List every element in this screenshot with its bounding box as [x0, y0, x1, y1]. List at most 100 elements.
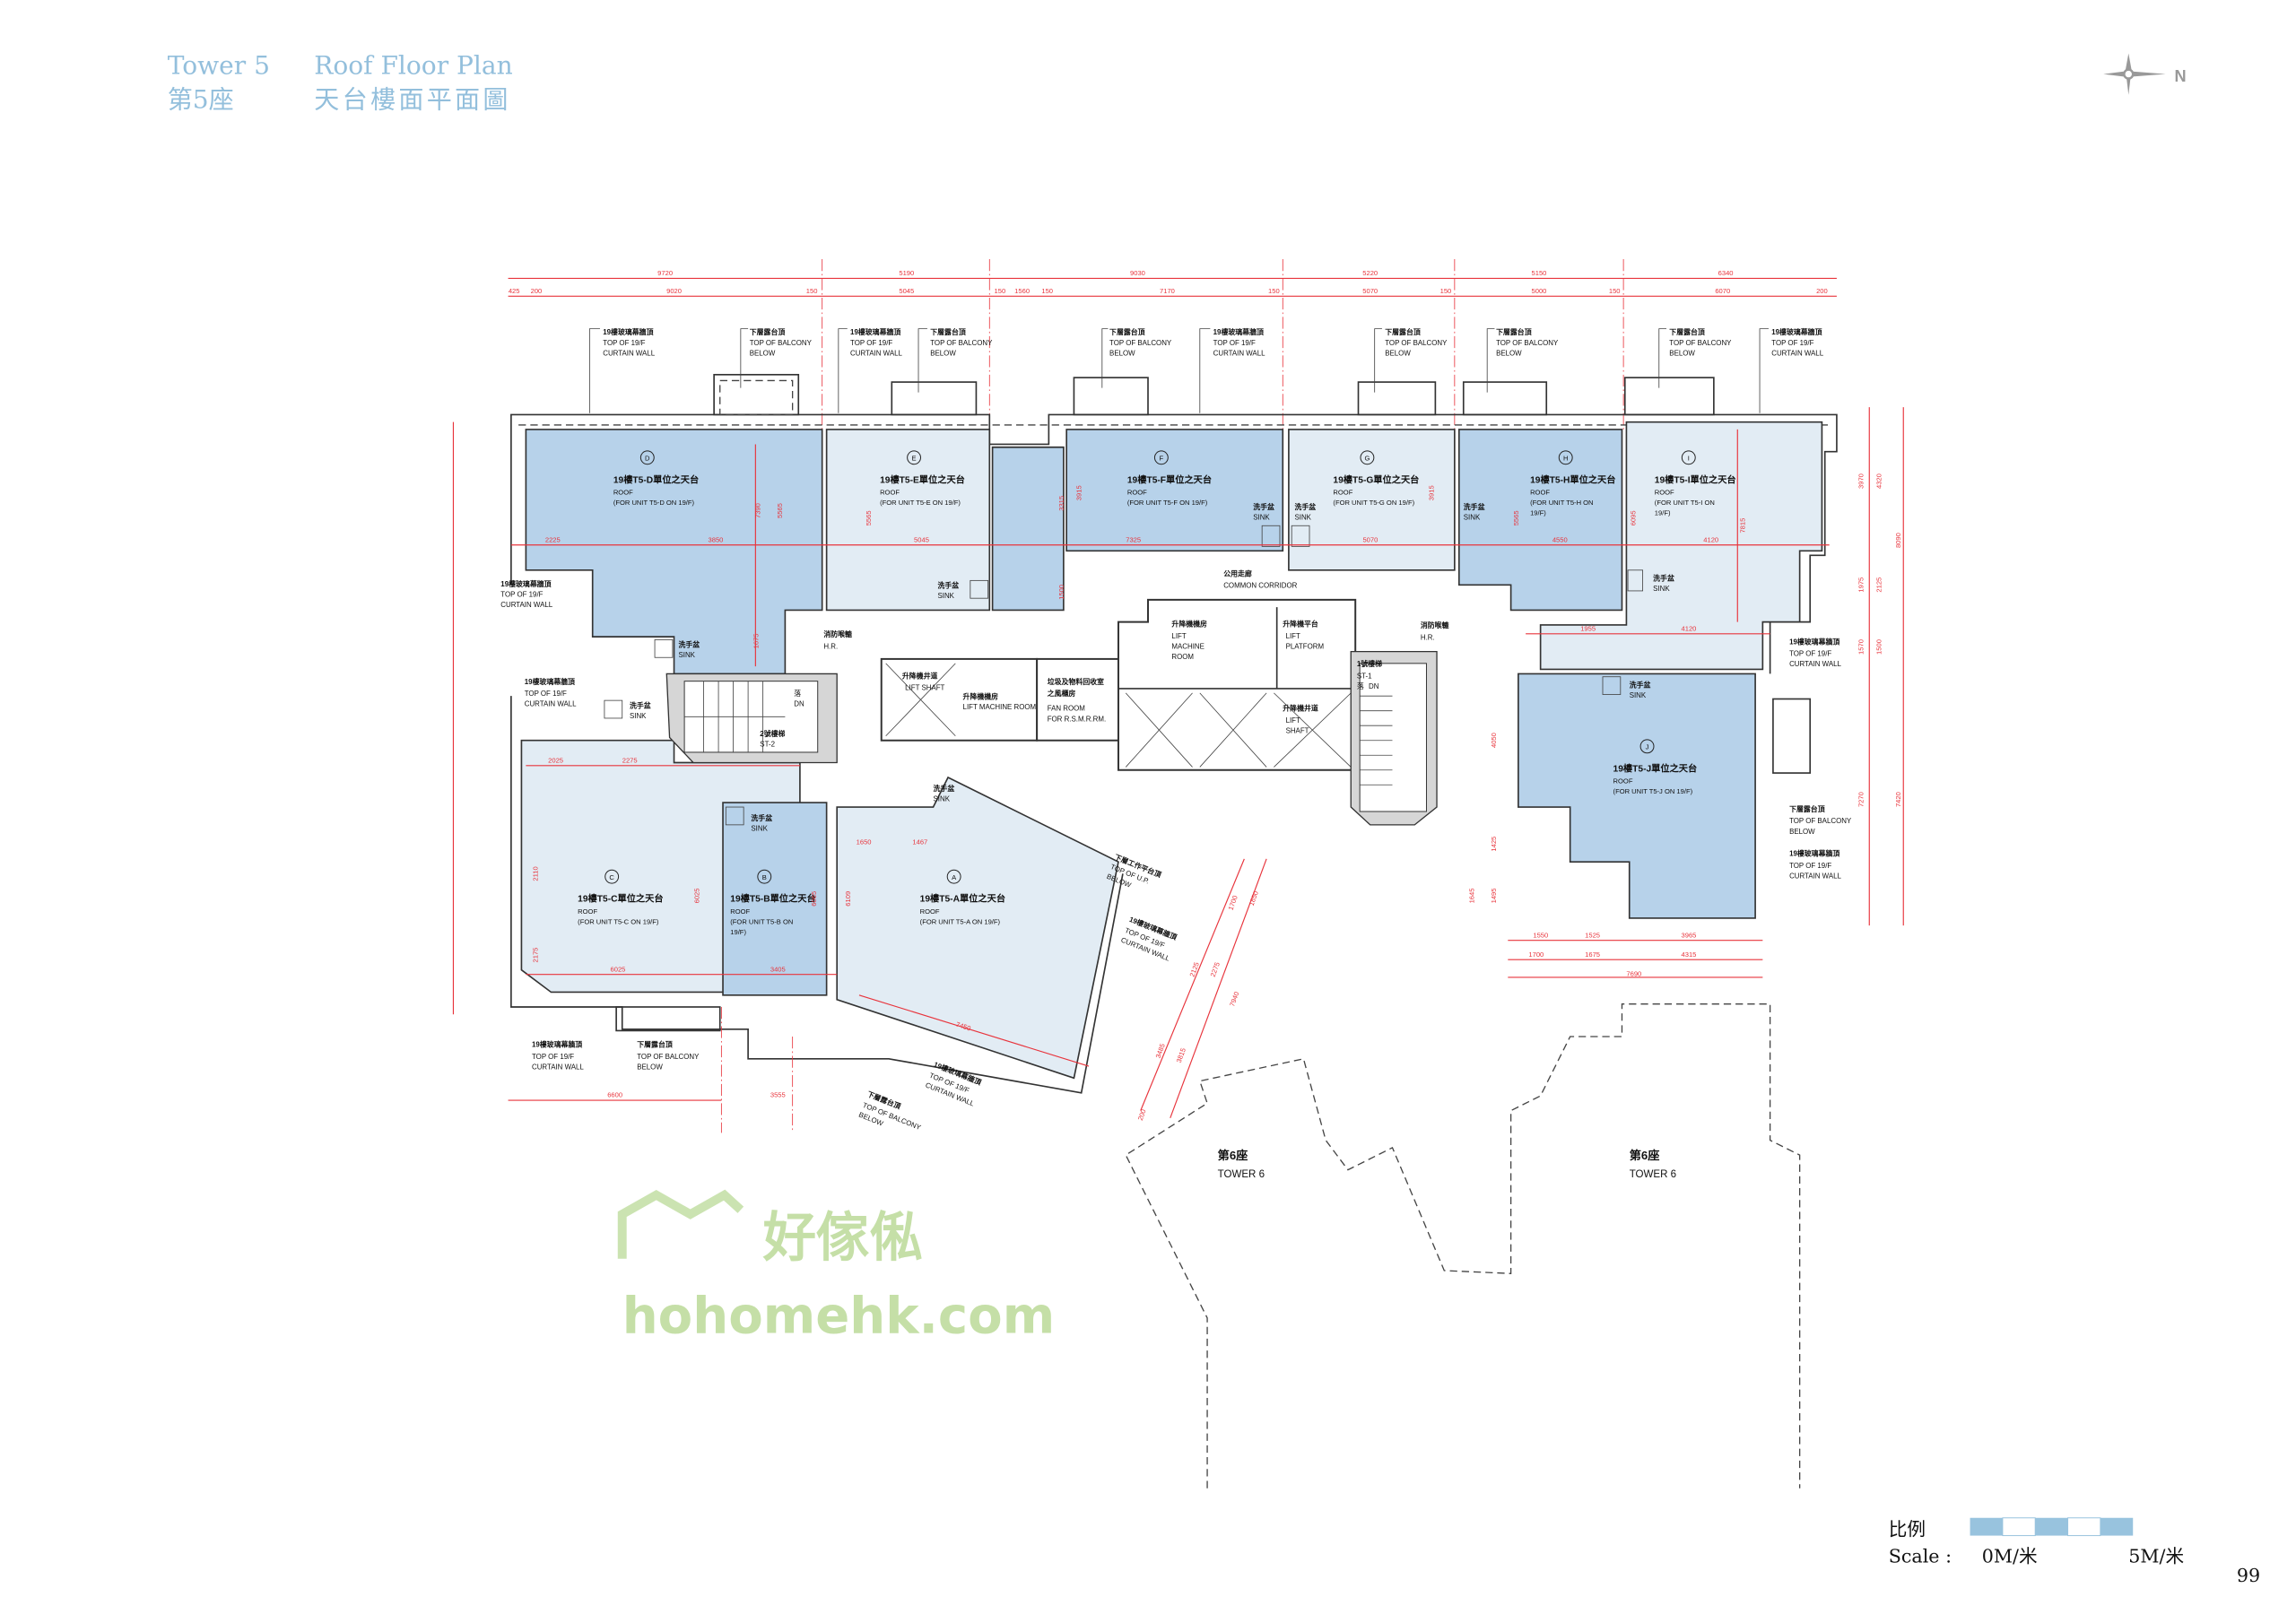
dim-label: 1700	[1528, 950, 1544, 959]
room-en: ST-2	[760, 740, 775, 748]
dim-label: 9030	[1130, 269, 1145, 277]
roof-unit-b[interactable]	[722, 802, 828, 996]
sink-zh: 洗手盆	[1464, 502, 1485, 511]
unit-label-e: E 19樓T5-E單位之天台 ROOF (FOR UNIT T5-E ON 19…	[880, 450, 965, 507]
unit-desc-en: (FOR UNIT T5-J ON 19/F)	[1613, 787, 1693, 795]
dim-label: 200	[1816, 287, 1828, 295]
lift-shaft-cross	[1125, 692, 1352, 768]
callout-en: BELOW	[1109, 349, 1135, 357]
down-en: DN	[794, 700, 804, 708]
unit-desc-en: 19/F)	[1655, 509, 1671, 517]
unit-desc-en: (FOR UNIT T5-A ON 19/F)	[920, 918, 1001, 926]
dim-label: 1500	[1057, 585, 1065, 600]
callout-en: TOP OF 19/F	[850, 339, 892, 347]
lift-machine-room-small-label: 升降機機房 LIFT MACHINE ROOM	[963, 691, 1037, 711]
roof-unit-g[interactable]	[1288, 429, 1456, 571]
roof-unit-h[interactable]	[1457, 429, 1623, 612]
unit-code: H	[1563, 455, 1568, 463]
dim-label: 7325	[1126, 535, 1141, 543]
callout-en: BELOW	[637, 1063, 663, 1071]
dim-label: 4120	[1682, 625, 1697, 633]
dim-label: 6065	[810, 891, 818, 907]
lift-platform-label: 升降機平台 LIFT PLATFORM	[1283, 620, 1324, 651]
callout-en: CURTAIN WALL	[1213, 349, 1265, 357]
sink-zh: 洗手盆	[1294, 502, 1316, 511]
callout-en: CURTAIN WALL	[1771, 349, 1823, 357]
hose-reel-label: 消防喉轆 H.R.	[823, 629, 852, 650]
dim-label: 2275	[622, 757, 638, 765]
dim-label: 1560	[1014, 287, 1030, 295]
sink-en: SINK	[937, 592, 954, 600]
roof-unit-f[interactable]	[1065, 429, 1284, 552]
dim-label: 9020	[666, 287, 682, 295]
unit-name-zh: 19樓T5-E單位之天台	[880, 473, 965, 485]
callout-zh: 19樓玻璃幕牆頂	[532, 1040, 582, 1049]
room-zh: 升降機平台	[1283, 620, 1318, 629]
callout-zh: 19樓玻璃幕牆頂	[525, 677, 575, 686]
watermark: 好傢俬 hohomehk.com	[617, 1189, 1055, 1345]
unit-label-c: C 19樓T5-C單位之天台 ROOF (FOR UNIT T5-C ON 19…	[578, 869, 664, 926]
dim-label: 4120	[1703, 535, 1718, 543]
unit-name-en: ROOF	[1655, 489, 1674, 497]
unit-name-zh: 19樓T5-G單位之天台	[1333, 473, 1419, 485]
roof-unit-a[interactable]	[836, 776, 1119, 1080]
hose-reel-en: H.R.	[823, 642, 838, 650]
scale-label-zh: 比例	[1889, 1519, 1926, 1541]
dim-label: 1645	[1467, 889, 1475, 904]
unit-code: C	[609, 873, 614, 881]
unit-name-zh: 19樓T5-H單位之天台	[1530, 473, 1615, 485]
callout-en: TOP OF 19/F	[1771, 339, 1813, 347]
unit-name-zh: 19樓T5-J單位之天台	[1613, 762, 1698, 774]
unit-code: B	[762, 873, 767, 881]
callout-en: BELOW	[1385, 349, 1411, 357]
dim-label: 7420	[1894, 792, 1902, 807]
callout-en: TOP OF BALCONY	[1496, 339, 1559, 347]
roof-unit-j[interactable]	[1518, 673, 1756, 919]
dim-label: 3850	[709, 535, 724, 543]
sink-zh: 洗手盆	[1253, 502, 1274, 511]
roof-unit-i[interactable]	[1539, 421, 1823, 671]
sink-zh: 洗手盆	[937, 581, 959, 590]
dim-label: 5565	[776, 503, 784, 518]
hose-reel-zh: 消防喉轆	[823, 629, 852, 638]
roof-unit-e[interactable]	[825, 429, 991, 612]
callout-zh: 19樓玻璃幕牆頂	[1789, 849, 1839, 858]
dim-label: 1975	[1857, 577, 1866, 593]
callout-en: CURTAIN WALL	[603, 349, 655, 357]
unit-name-en: ROOF	[920, 907, 940, 916]
unit-name-zh: 19樓T5-D單位之天台	[613, 473, 699, 485]
dim-label: 3915	[1428, 485, 1436, 500]
callout-en: CURTAIN WALL	[1789, 872, 1841, 880]
dim-label: 3405	[770, 965, 786, 973]
unit-name-en: ROOF	[1333, 489, 1352, 497]
unit-name-en: ROOF	[880, 489, 900, 497]
lift-shaft-cross	[885, 663, 956, 737]
dim-label: 2110	[532, 866, 540, 881]
dim-label: 5045	[899, 287, 914, 295]
dim-label: 150	[1609, 287, 1621, 295]
callout-zh: 下層露台頂	[930, 327, 966, 336]
callout-en: TOP OF BALCONY	[1385, 339, 1448, 347]
down-en: DN	[1369, 682, 1379, 690]
callout-en: BELOW	[1669, 349, 1695, 357]
sink-zh: 洗手盆	[751, 813, 772, 822]
room-zh: 1號樓梯	[1357, 659, 1382, 668]
tower-6-label-en: TOWER 6	[1218, 1169, 1265, 1180]
room-en: ST-1	[1357, 672, 1372, 680]
tower-6-outline	[1125, 1003, 1801, 1488]
roof-unit-d[interactable]	[525, 429, 823, 675]
corridor-en: COMMON CORRIDOR	[1223, 582, 1297, 590]
sink-zh: 洗手盆	[630, 700, 651, 709]
dim-label: 6600	[607, 1091, 622, 1099]
dim-label: 1500	[1874, 639, 1883, 655]
fan-room-label: 垃圾及物料回收室 之風櫃房 FAN ROOM FOR R.S.M.R.RM.	[1048, 677, 1106, 723]
